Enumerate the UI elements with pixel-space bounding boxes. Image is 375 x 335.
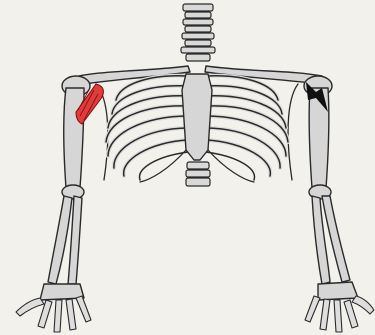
left-forearm	[48, 196, 82, 284]
right-humerus	[309, 88, 329, 188]
left-hand	[16, 284, 91, 332]
lower-spine	[186, 162, 210, 186]
right-forearm	[312, 196, 350, 284]
cervical-spine	[181, 4, 215, 61]
right-hand	[305, 282, 374, 332]
sternum	[182, 74, 212, 160]
left-humerus	[64, 88, 84, 188]
